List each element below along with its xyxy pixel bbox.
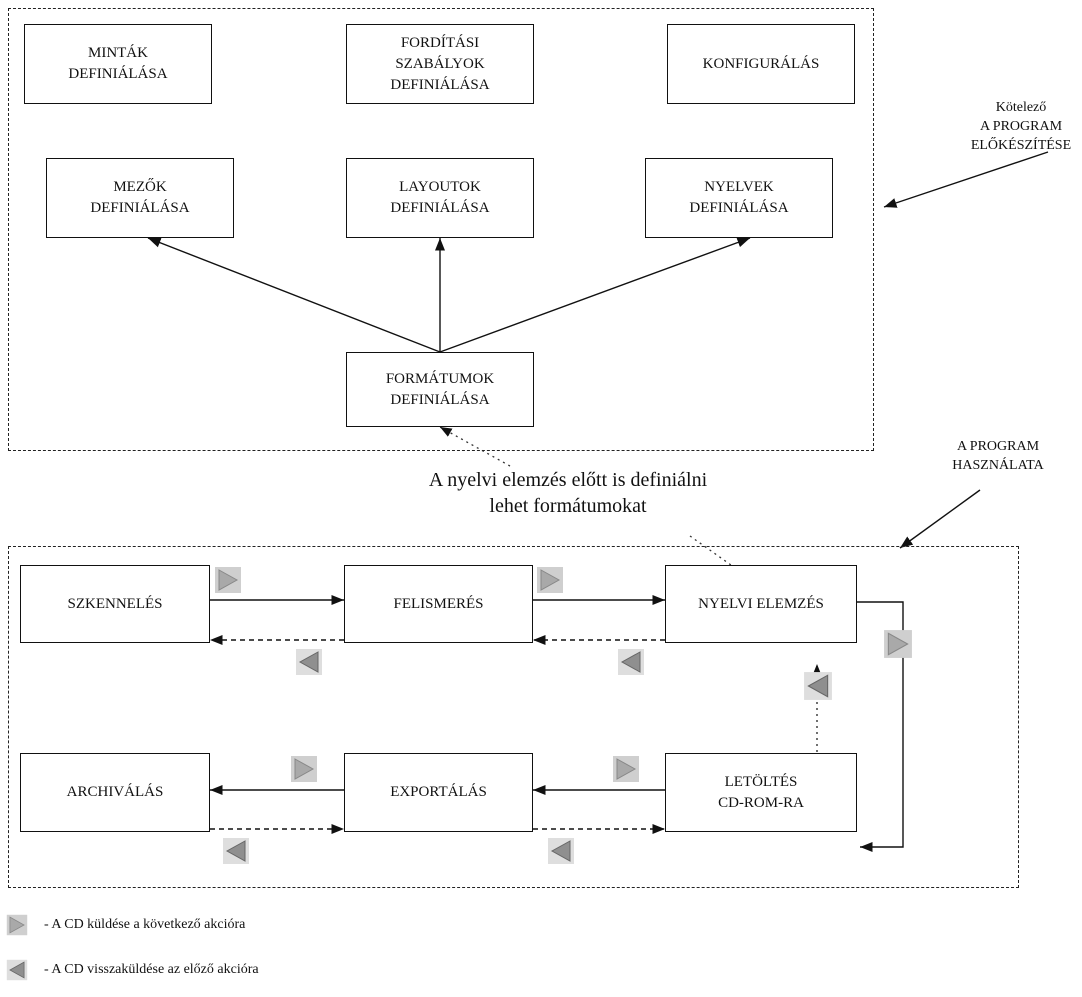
preparation-region [8, 8, 874, 451]
note-pointer-formatumok [439, 426, 511, 467]
box-mintak-definialasa: MINTÁK DEFINIÁLÁSA [24, 24, 212, 104]
formatum-note: A nyelvi elemzés előtt is definiálni leh… [428, 469, 708, 517]
box-letoltes-cd-rom: LETÖLTÉS CD-ROM-RA [665, 753, 857, 832]
fwd-nye-let [857, 601, 904, 853]
cd-forward-icon [537, 567, 563, 593]
cd-forward-icon [291, 756, 317, 782]
cd-forward-icon [215, 567, 241, 593]
legend-forward-text: - A CD küldése a következő akcióra [44, 917, 246, 932]
cd-back-icon [804, 672, 832, 700]
box-szkenneles: SZKENNELÉS [20, 565, 210, 643]
box-nyelvi-elemzes: NYELVI ELEMZÉS [665, 565, 857, 643]
cd-back-icon [618, 649, 644, 675]
box-nyelvek-definialasa: NYELVEK DEFINIÁLÁSA [645, 158, 833, 238]
usage-label: A PROGRAM HASZNÁLATA [952, 439, 1044, 473]
box-formatumok-definialasa: FORMÁTUMOK DEFINIÁLÁSA [346, 352, 534, 427]
cd-forward-icon [884, 630, 912, 658]
cd-forward-icon [613, 756, 639, 782]
preparation-label: Kötelező A PROGRAM ELŐKÉSZÍTÉSE [970, 100, 1072, 153]
box-konfiguralas: KONFIGURÁLÁS [667, 24, 855, 104]
cd-back-icon [223, 838, 249, 864]
cd-back-icon [296, 649, 322, 675]
box-archivalas: ARCHIVÁLÁS [20, 753, 210, 832]
arrow-to-nyelvek [439, 237, 751, 353]
box-felismeres: FELISMERÉS [344, 565, 533, 643]
box-layoutok-definialasa: LAYOUTOK DEFINIÁLÁSA [346, 158, 534, 238]
legend-cd-forward-icon [6, 914, 28, 936]
arrow-to-mezok [147, 237, 441, 353]
box-mezok-definialasa: MEZŐK DEFINIÁLÁSA [46, 158, 234, 238]
legend-back-text: - A CD visszaküldése az előző akcióra [44, 962, 259, 977]
usage-region [8, 546, 1019, 888]
box-exportalas: EXPORTÁLÁS [344, 753, 533, 832]
arrow-to-usage [899, 489, 981, 549]
legend-cd-back-icon [6, 959, 28, 981]
arrow-to-preparation [883, 151, 1049, 208]
cd-back-icon [548, 838, 574, 864]
note-pointer-usage [689, 535, 739, 571]
box-forditasi-szabalyok: FORDÍTÁSI SZABÁLYOK DEFINIÁLÁSA [346, 24, 534, 104]
